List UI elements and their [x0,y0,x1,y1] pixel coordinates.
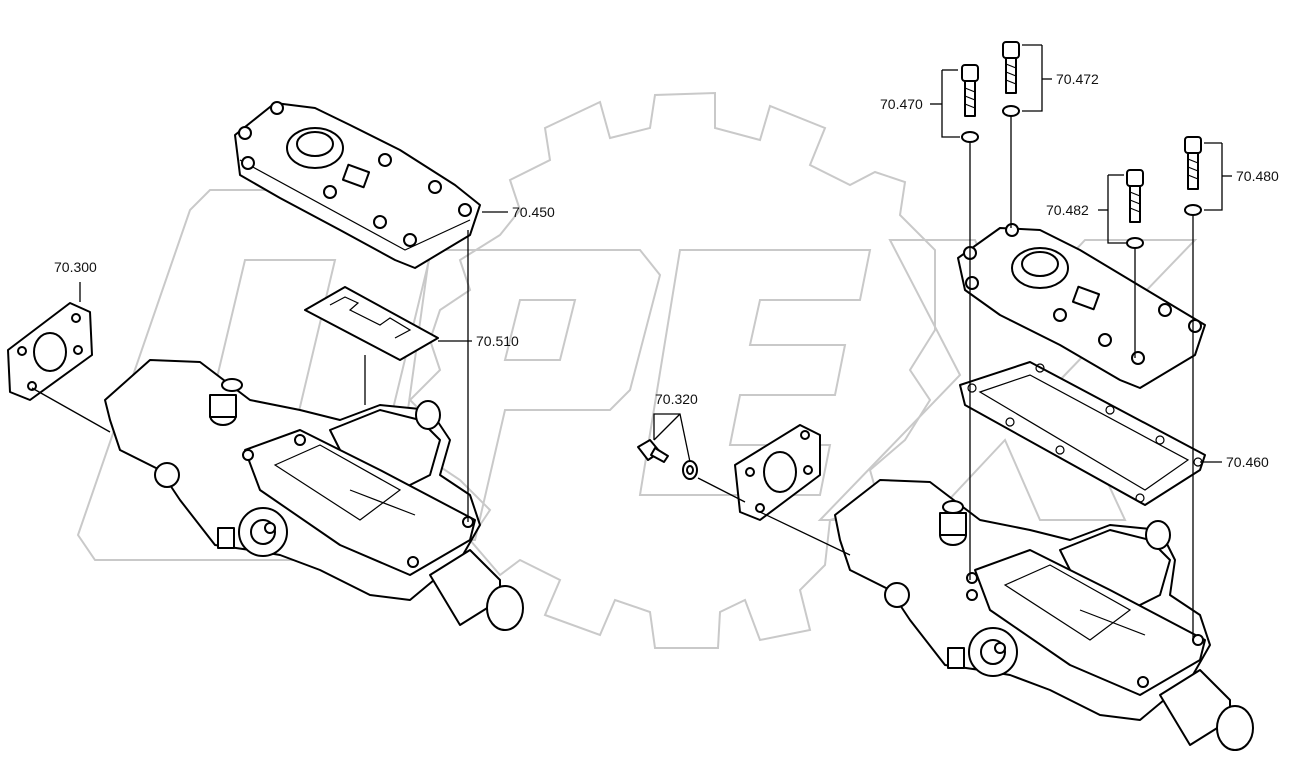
callout-labels: 70.300 70.450 70.510 70.320 70.470 70.47… [54,71,1279,470]
cover-left [234,101,481,269]
callout-70-470: 70.470 [880,96,923,112]
callout-70-482: 70.482 [1046,202,1089,218]
bolt-and-washer-center [637,439,698,480]
bolt-70-470 [961,64,979,143]
callout-70-480: 70.480 [1236,168,1279,184]
callout-70-472: 70.472 [1056,71,1099,87]
flange-center [734,424,821,521]
bolt-70-472 [1002,41,1020,117]
callout-70-460: 70.460 [1226,454,1269,470]
gasket-right [959,361,1206,506]
watermark-letter-e [638,249,872,496]
callout-70-510: 70.510 [476,333,519,349]
callout-70-320: 70.320 [655,391,698,407]
cover-right [957,223,1206,389]
gearbox-housing-right [834,479,1254,751]
watermark-gear [408,91,936,649]
gearbox-housing-left [104,359,524,631]
gasket-plate-left [304,286,439,405]
bolt-70-482 [1126,169,1144,249]
flange-left [7,302,93,401]
callout-70-450: 70.450 [512,204,555,220]
leader-lines [31,44,1232,640]
callout-70-300: 70.300 [54,259,97,275]
bolt-70-480 [1184,136,1202,216]
